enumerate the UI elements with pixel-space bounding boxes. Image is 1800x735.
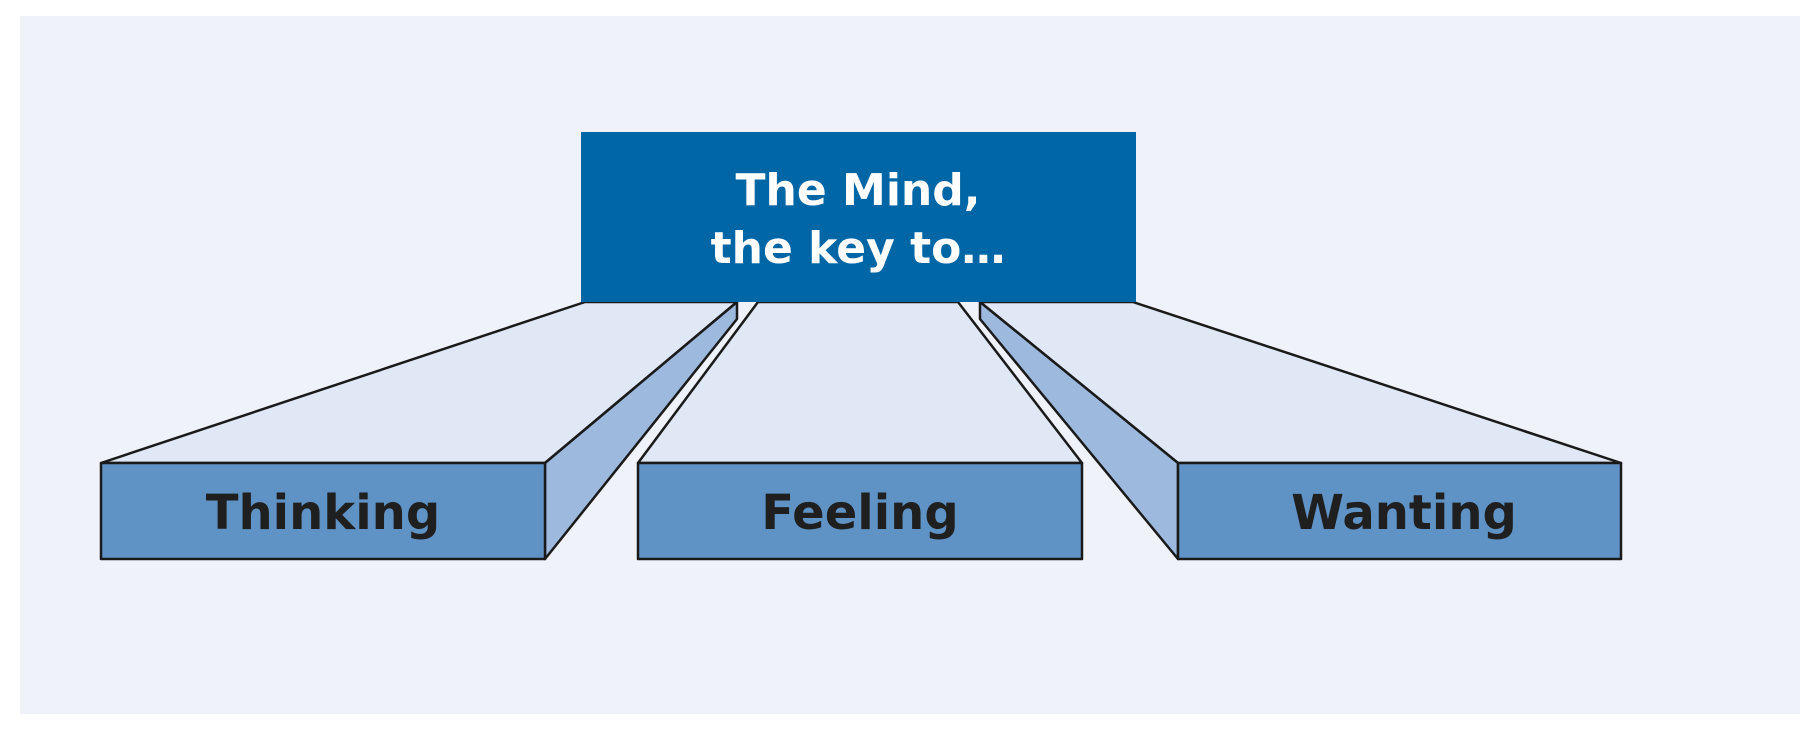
title-box: The Mind, the key to… [581, 132, 1136, 302]
thinking-front-face [99, 461, 547, 561]
title-line-1: The Mind, [736, 165, 981, 216]
wanting-front-face [1176, 461, 1623, 561]
branch-thinking: Thinking [99, 300, 739, 561]
branch-wanting: Wanting [978, 300, 1623, 561]
branch-label-wanting: Wanting [1291, 485, 1517, 541]
branch-label-thinking: Thinking [206, 485, 440, 541]
feeling-front-face [636, 461, 1084, 561]
branch-feeling: Feeling [636, 300, 1084, 561]
title-box-background [581, 132, 1136, 302]
branch-label-feeling: Feeling [761, 485, 958, 541]
title-line-2: the key to… [711, 223, 1006, 274]
